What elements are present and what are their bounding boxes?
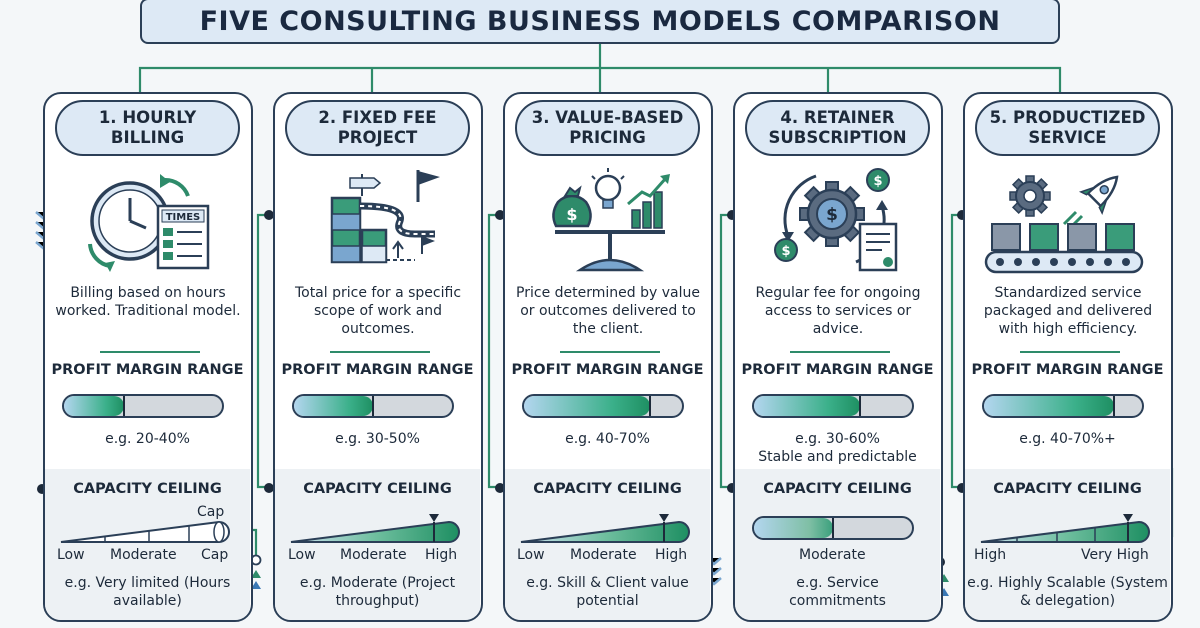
model-description: Total price for a specific scope of work… — [294, 285, 462, 337]
capacity-label-mid: Moderate — [799, 547, 866, 563]
margin-fill — [64, 396, 125, 416]
margin-title: PROFIT MARGIN RANGE — [51, 362, 244, 378]
model-description: Price determined by value or outcomes de… — [516, 285, 700, 337]
margin-title: PROFIT MARGIN RANGE — [511, 362, 704, 378]
profit-margin-bar — [292, 394, 454, 418]
model-title: 4. RETAINER SUBSCRIPTION — [745, 100, 930, 156]
margin-fill — [754, 396, 860, 416]
capacity-label-high: High — [425, 547, 458, 563]
margin-example: e.g. 30-60% Stable and predictable — [758, 431, 917, 465]
capacity-label-high: Cap — [201, 547, 229, 563]
margin-fill — [294, 396, 373, 416]
svg-text:$: $ — [826, 205, 838, 225]
capacity-top-label: Cap — [197, 504, 225, 520]
capacity-title: CAPACITY CEILING — [73, 481, 222, 497]
svg-text:TIMES: TIMES — [166, 212, 201, 223]
page-title: FIVE CONSULTING BUSINESS MODELS COMPARIS… — [199, 5, 1001, 37]
capacity-label-low: Low — [288, 547, 316, 563]
capacity-example: e.g. Service commitments — [789, 575, 886, 609]
capacity-label-high: High — [655, 547, 688, 563]
capacity-label-mid: Moderate — [340, 547, 407, 563]
svg-text:$: $ — [566, 205, 577, 224]
capacity-wedge — [290, 514, 460, 543]
svg-text:$: $ — [873, 174, 882, 189]
capacity-label-mid: Moderate — [570, 547, 637, 563]
capacity-example: e.g. Very limited (Hours available) — [64, 575, 231, 609]
capacity-title: CAPACITY CEILING — [533, 481, 682, 497]
model-card-productized: 5. PRODUCTIZED SERVICE Standardized serv… — [963, 92, 1173, 622]
project-roadmap-icon — [330, 170, 440, 264]
model-description: Standardized service packaged and delive… — [983, 285, 1153, 337]
divider — [100, 351, 200, 353]
capacity-wedge — [520, 514, 690, 543]
model-title: 1. HOURLY BILLING — [55, 100, 240, 156]
capacity-scale-labels: Moderate — [735, 547, 940, 565]
model-card-hourly-billing: 1. HOURLY BILLING TIMES Billing based on… — [43, 92, 253, 622]
profit-margin-bar — [752, 394, 914, 418]
margin-title: PROFIT MARGIN RANGE — [971, 362, 1164, 378]
margin-example: e.g. 20-40% — [105, 431, 190, 447]
capacity-scale-labels: Low Moderate Cap — [45, 547, 250, 565]
capacity-bar — [752, 516, 914, 540]
rocket-conveyor-icon — [984, 175, 1144, 274]
divider — [330, 351, 430, 353]
margin-fill — [524, 396, 651, 416]
capacity-label-mid: Moderate — [110, 547, 177, 563]
model-title: 5. PRODUCTIZED SERVICE — [975, 100, 1160, 156]
capacity-example: e.g. Highly Scalable (System & delegatio… — [967, 575, 1168, 609]
model-title: 3. VALUE-BASED PRICING — [515, 100, 700, 156]
profit-margin-bar — [982, 394, 1144, 418]
margin-fill — [984, 396, 1114, 416]
capacity-panel — [505, 469, 710, 620]
model-title: 2. FIXED FEE PROJECT — [285, 100, 470, 156]
capacity-example: e.g. Skill & Client value potential — [526, 575, 689, 609]
gear-cycle-icon: $ $ $ — [774, 168, 898, 272]
level-marker — [123, 396, 126, 416]
clock-timesheet-icon: TIMES — [88, 174, 210, 272]
capacity-label-low: Low — [57, 547, 85, 563]
model-card-value-based: 3. VALUE-BASED PRICING $ Price determine… — [503, 92, 713, 622]
model-card-retainer: 4. RETAINER SUBSCRIPTION $ $ $ Regular f… — [733, 92, 943, 622]
capacity-label-high: Very High — [1081, 547, 1149, 563]
capacity-scale-labels: Low Moderate High — [505, 547, 710, 565]
divider — [790, 351, 890, 353]
level-marker — [372, 396, 374, 416]
value-scale-icon: $ — [552, 168, 670, 272]
level-marker — [832, 518, 834, 538]
divider — [1020, 351, 1120, 353]
capacity-panel — [735, 469, 940, 620]
capacity-title: CAPACITY CEILING — [763, 481, 912, 497]
model-description: Regular fee for ongoing access to servic… — [755, 285, 921, 337]
title-banner: FIVE CONSULTING BUSINESS MODELS COMPARIS… — [140, 0, 1060, 44]
svg-text:$: $ — [781, 244, 790, 259]
capacity-panel — [275, 469, 480, 620]
model-description: Billing based on hours worked. Tradition… — [55, 285, 241, 319]
capacity-label-low: Low — [517, 547, 545, 563]
level-marker — [649, 396, 652, 416]
model-card-fixed-fee: 2. FIXED FEE PROJECT Total price for a s… — [273, 92, 483, 622]
profit-margin-bar — [62, 394, 224, 418]
capacity-panel — [45, 469, 250, 620]
margin-example: e.g. 40-70%+ — [1019, 431, 1116, 447]
capacity-scale-labels: Low Moderate High — [275, 547, 480, 565]
margin-example: e.g. 30-50% — [335, 431, 420, 447]
profit-margin-bar — [522, 394, 684, 418]
capacity-fill — [754, 518, 833, 538]
capacity-scale-labels: High Very High — [965, 547, 1170, 565]
capacity-label-low: High — [974, 547, 1007, 563]
capacity-panel — [965, 469, 1170, 620]
divider — [560, 351, 660, 353]
capacity-title: CAPACITY CEILING — [993, 481, 1142, 497]
capacity-wedge — [980, 514, 1150, 543]
margin-title: PROFIT MARGIN RANGE — [281, 362, 474, 378]
margin-title: PROFIT MARGIN RANGE — [741, 362, 934, 378]
capacity-wedge — [60, 520, 230, 543]
capacity-example: e.g. Moderate (Project throughput) — [299, 575, 456, 609]
level-marker — [858, 396, 861, 416]
capacity-title: CAPACITY CEILING — [303, 481, 452, 497]
level-marker — [1112, 396, 1115, 416]
margin-example: e.g. 40-70% — [565, 431, 650, 447]
